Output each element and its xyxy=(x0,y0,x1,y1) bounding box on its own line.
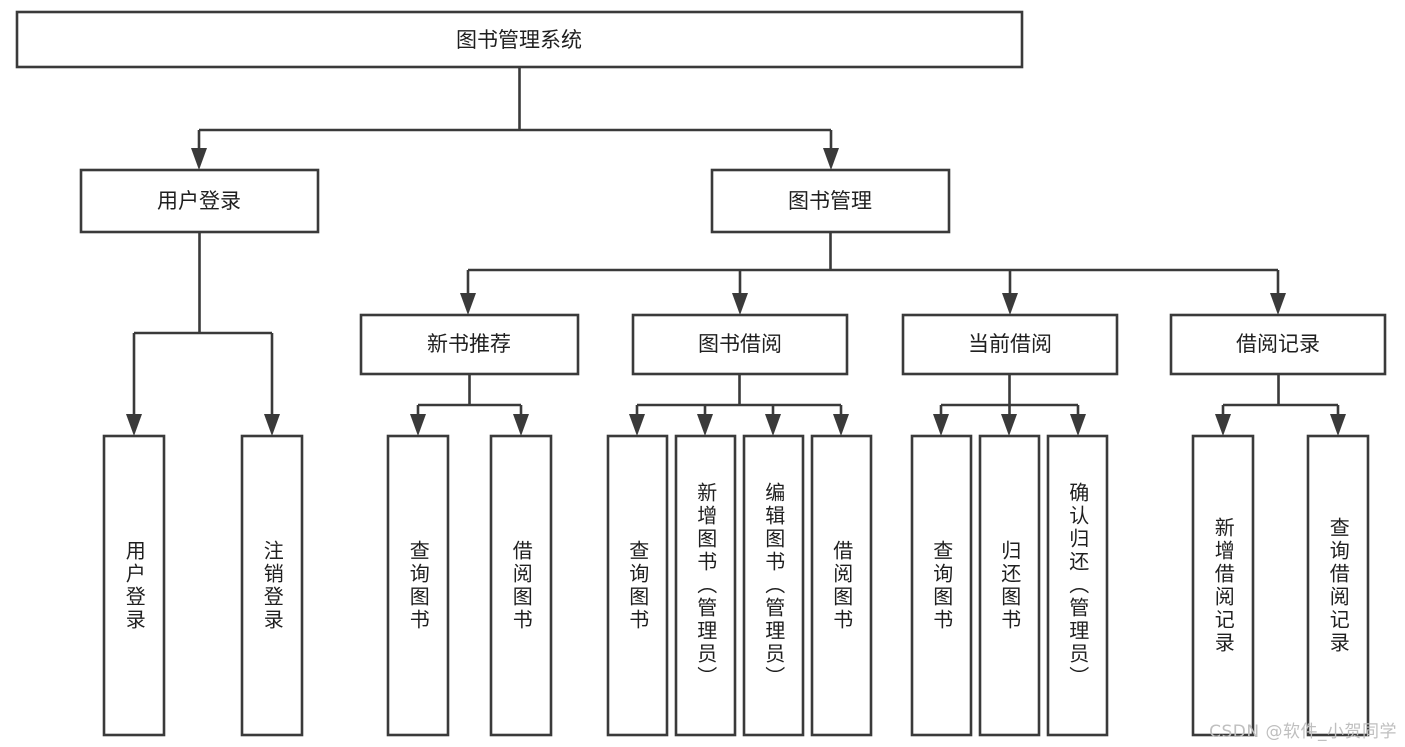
arrowhead-book-borrow xyxy=(732,293,748,315)
node-leaf-6[interactable] xyxy=(674,434,737,737)
node-borrow-record[interactable] xyxy=(1169,313,1387,376)
node-new-book-rec-label: 新书推荐 xyxy=(427,332,511,356)
node-leaf-2[interactable] xyxy=(240,434,304,737)
node-leaf-11[interactable] xyxy=(1046,434,1109,737)
arrowhead-leaf-6 xyxy=(697,414,713,436)
node-layer: 图书管理系统 用户登录 图书管理 新书推荐 图书借阅 当前借阅 借阅记录 xyxy=(15,10,1387,737)
arrowhead-book-manage xyxy=(823,148,839,170)
node-current-borrow-label: 当前借阅 xyxy=(968,332,1052,356)
node-book-manage[interactable] xyxy=(710,168,951,234)
node-leaf-12[interactable] xyxy=(1191,434,1255,737)
arrowhead-leaf-7 xyxy=(765,414,781,436)
watermark-text: CSDN @软件_小贺同学 xyxy=(1209,722,1397,742)
node-user-login[interactable] xyxy=(79,168,320,234)
arrowhead-leaf-3 xyxy=(410,414,426,436)
node-leaf-5[interactable] xyxy=(606,434,669,737)
arrowhead-leaf-4 xyxy=(513,414,529,436)
arrowhead-new-book-rec xyxy=(460,293,476,315)
connector-layer xyxy=(126,67,1346,436)
node-user-login-label: 用户登录 xyxy=(157,189,241,213)
node-leaf-3[interactable] xyxy=(386,434,450,737)
node-leaf-7[interactable] xyxy=(742,434,805,737)
arrowhead-current-borrow xyxy=(1002,293,1018,315)
node-leaf-1[interactable] xyxy=(102,434,166,737)
node-leaf-13[interactable] xyxy=(1306,434,1370,737)
arrowhead-leaf-2 xyxy=(264,414,280,436)
node-book-borrow[interactable] xyxy=(631,313,849,376)
arrowhead-leaf-1 xyxy=(126,414,142,436)
node-book-manage-label: 图书管理 xyxy=(788,189,872,213)
arrowhead-borrow-record xyxy=(1270,293,1286,315)
node-book-borrow-label: 图书借阅 xyxy=(698,332,782,356)
arrowhead-leaf-12 xyxy=(1215,414,1231,436)
node-leaf-9[interactable] xyxy=(910,434,973,737)
node-root-label: 图书管理系统 xyxy=(456,28,582,52)
node-new-book-rec[interactable] xyxy=(359,313,580,376)
arrowhead-leaf-11 xyxy=(1070,414,1086,436)
arrowhead-leaf-10 xyxy=(1001,414,1017,436)
node-leaf-4[interactable] xyxy=(489,434,553,737)
node-leaf-10[interactable] xyxy=(978,434,1041,737)
arrowhead-leaf-13 xyxy=(1330,414,1346,436)
node-borrow-record-label: 借阅记录 xyxy=(1236,332,1320,356)
node-current-borrow[interactable] xyxy=(901,313,1119,376)
node-root[interactable] xyxy=(15,10,1024,69)
arrowhead-leaf-5 xyxy=(629,414,645,436)
arrowhead-user-login xyxy=(191,148,207,170)
arrowhead-leaf-9 xyxy=(933,414,949,436)
node-leaf-8[interactable] xyxy=(810,434,873,737)
arrowhead-leaf-8 xyxy=(833,414,849,436)
